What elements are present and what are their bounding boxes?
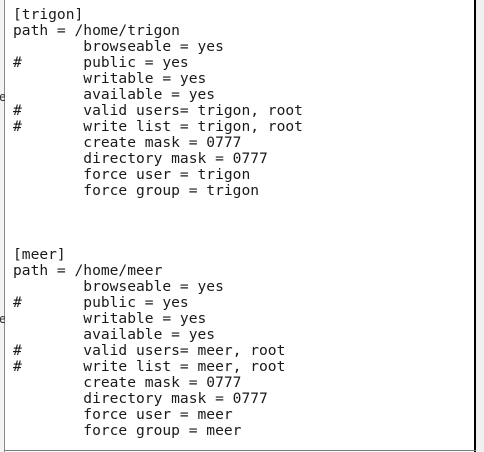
- code-line: # valid users= meer, root: [13, 342, 286, 359]
- code-line: # public = yes: [13, 294, 189, 311]
- code-line: writable = yes: [13, 310, 207, 327]
- code-line: path = /home/trigon: [13, 22, 180, 39]
- code-line: force group = meer: [13, 422, 242, 439]
- text-editor[interactable]: [trigon]path = /home/trigon browseable =…: [5, 0, 476, 452]
- code-line: force user = trigon: [13, 166, 251, 183]
- code-line: create mask = 0777: [13, 374, 242, 391]
- code-line: force group = trigon: [13, 182, 260, 199]
- editor-content[interactable]: [trigon]path = /home/trigon browseable =…: [13, 7, 303, 439]
- code-line: available = yes: [13, 326, 216, 343]
- edge-fragment-1: e: [0, 90, 7, 104]
- editor-bottom-border: [5, 450, 476, 451]
- left-window-edge: e e: [0, 0, 7, 452]
- code-line: [13, 215, 303, 231]
- code-line: browseable = yes: [13, 278, 224, 295]
- code-line: force user = meer: [13, 406, 233, 423]
- code-line: [13, 231, 303, 247]
- code-line: browseable = yes: [13, 38, 224, 55]
- code-line: available = yes: [13, 86, 216, 103]
- code-line: directory mask = 0777: [13, 150, 268, 167]
- code-line: # write list = trigon, root: [13, 118, 303, 135]
- code-line: path = /home/meer: [13, 262, 163, 279]
- code-line: writable = yes: [13, 70, 207, 87]
- code-line: # valid users= trigon, root: [13, 102, 303, 119]
- code-line: [trigon]: [13, 6, 84, 23]
- code-line: [meer]: [13, 246, 66, 263]
- code-line: directory mask = 0777: [13, 390, 268, 407]
- edge-fragment-2: e: [0, 312, 7, 326]
- right-gutter: [476, 0, 484, 452]
- code-line: [13, 199, 303, 215]
- code-line: create mask = 0777: [13, 134, 242, 151]
- code-line: # public = yes: [13, 54, 189, 71]
- code-line: # write list = meer, root: [13, 358, 286, 375]
